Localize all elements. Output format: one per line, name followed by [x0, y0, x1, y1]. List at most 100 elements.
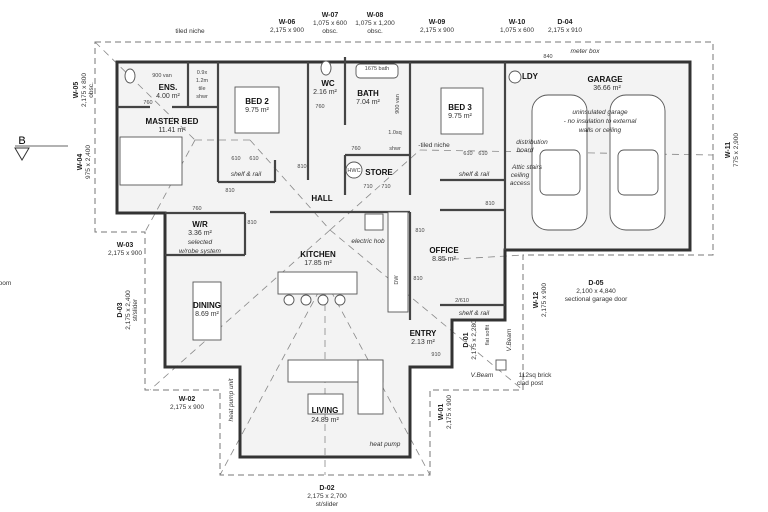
room-area: 9.75 m²	[448, 113, 472, 120]
d03-note: st/slider	[132, 298, 139, 321]
bath-shower-note: shwr	[389, 146, 401, 152]
shelf-rail-note: shelf & rail	[459, 171, 490, 178]
meter-box-note: meter box	[571, 48, 601, 55]
d04-size: 2,175 x 910	[548, 27, 582, 34]
garage-note: uninsulated garage	[572, 109, 628, 116]
door-dimensions: 760 760 810 610 610 810 760 710 710 760 …	[143, 54, 552, 358]
room-master-bed: MASTER BED	[146, 117, 199, 126]
cut-off-text: oom	[0, 280, 11, 287]
bath-tub-note: 1675 bath	[365, 66, 389, 72]
wr-note: w/robe system	[179, 248, 221, 255]
door-dim: 610	[249, 156, 258, 162]
w11-size: 775 x 2,900	[733, 133, 740, 167]
w02-id: W-02	[179, 396, 196, 403]
w09-size: 2,175 x 900	[420, 27, 454, 34]
post-note: 112sq brick	[519, 372, 553, 379]
heat-pump-unit-note: heat pump unit	[228, 377, 235, 421]
door-dim: 810	[247, 220, 256, 226]
w07-id: W-07	[322, 12, 339, 19]
d02-id: D-02	[319, 485, 334, 492]
section-marker-b: B	[14, 135, 68, 161]
room-bed-3: BED 3	[448, 103, 472, 112]
w08-size: 1,075 x 1,200	[355, 20, 395, 27]
w10-id: W-10	[509, 19, 526, 26]
tiled-niche-note-2: -tiled niche	[418, 142, 450, 149]
master-bed	[119, 136, 183, 186]
w10-size: 1,075 x 600	[500, 27, 534, 34]
bed-3	[440, 87, 484, 135]
distribution-board-note: distribution	[516, 139, 548, 146]
sofa-chaise	[357, 359, 384, 415]
brick-post	[495, 359, 507, 371]
dishwasher-note: DW	[394, 275, 400, 285]
kitchen-island	[277, 271, 358, 295]
room-area: 2.16 m²	[313, 89, 337, 96]
vbeam-note: V.Beam	[506, 328, 513, 351]
door-dim: 760	[143, 100, 152, 106]
w08-note: obsc.	[367, 28, 383, 35]
room-laundry: LDY	[522, 72, 539, 81]
room-store: STORE	[365, 168, 393, 177]
post-note: clad post	[517, 380, 543, 387]
shelf-rail-note: shelf & rail	[459, 310, 490, 317]
kitchen-bench	[387, 211, 409, 313]
exterior-walls	[115, 60, 692, 459]
ens-toilet	[124, 68, 136, 84]
room-area: 9.75 m²	[245, 107, 269, 114]
room-area: 3.36 m²	[188, 230, 212, 237]
ens-vanity-note: 900 van	[152, 73, 172, 79]
bar-stools	[283, 294, 346, 306]
d02-note: st/slider	[316, 501, 339, 508]
w04-id: W-04	[77, 154, 84, 171]
room-wc: WC	[321, 79, 335, 88]
d05-id: D-05	[588, 280, 603, 287]
d01-size: 2,175 x 2,280	[471, 320, 478, 360]
w03-size: 2,175 x 900	[108, 250, 142, 257]
door-dim: 910	[431, 352, 440, 358]
room-area: 8.85 m²	[432, 256, 456, 263]
garage-note: - no insulation to external	[564, 118, 637, 125]
door-dim: 610	[478, 151, 487, 157]
room-garage: GARAGE	[587, 75, 623, 84]
d02-size: 2,175 x 2,700	[307, 493, 347, 500]
d03-id: D-03	[117, 302, 124, 317]
door-dim: 710	[381, 184, 390, 190]
electric-hob-note: electric hob	[351, 238, 385, 245]
ens-shower-note: tile	[198, 86, 205, 92]
hwc-cylinder	[345, 161, 363, 179]
wc-toilet	[320, 60, 332, 76]
room-kitchen: KITCHEN	[300, 250, 336, 259]
dining-table	[192, 281, 222, 341]
w07-size: 1,075 x 600	[313, 20, 347, 27]
w06-id: W-06	[279, 19, 296, 26]
room-hall: HALL	[311, 194, 332, 203]
room-entry: ENTRY	[410, 329, 437, 338]
attic-note: Attic stairs	[511, 164, 543, 171]
w05-note: obsc.	[88, 82, 95, 98]
w03-id: W-03	[117, 242, 134, 249]
room-area: 17.85 m²	[304, 260, 332, 267]
attic-note: ceiling	[511, 172, 530, 179]
ens-shower-note: 0.9x	[197, 70, 208, 76]
w12-id: W-12	[533, 292, 540, 309]
garage-note: walls or ceiling	[579, 127, 622, 134]
room-wr: W/R	[192, 220, 208, 229]
room-office: OFFICE	[429, 246, 459, 255]
w05-id: W-05	[73, 82, 80, 99]
w05-size: 2,175 x 800	[81, 73, 88, 107]
room-area: 4.00 m²	[156, 93, 180, 100]
room-bed-2: BED 2	[245, 97, 269, 106]
w02-size: 2,175 x 900	[170, 404, 204, 411]
w12-size: 2,175 x 900	[541, 283, 548, 317]
interior-walls	[117, 57, 507, 320]
door-dim: 610	[463, 151, 472, 157]
heat-pump-note: heat pump	[370, 441, 401, 448]
door-dim: 760	[351, 146, 360, 152]
w04-size: 975 x 2,400	[85, 145, 92, 179]
tiled-niche-note: tiled niche	[175, 28, 205, 35]
flat-soffit-note: flat soffit	[485, 324, 491, 345]
furniture	[119, 60, 666, 415]
w01-id: W-01	[438, 404, 445, 421]
